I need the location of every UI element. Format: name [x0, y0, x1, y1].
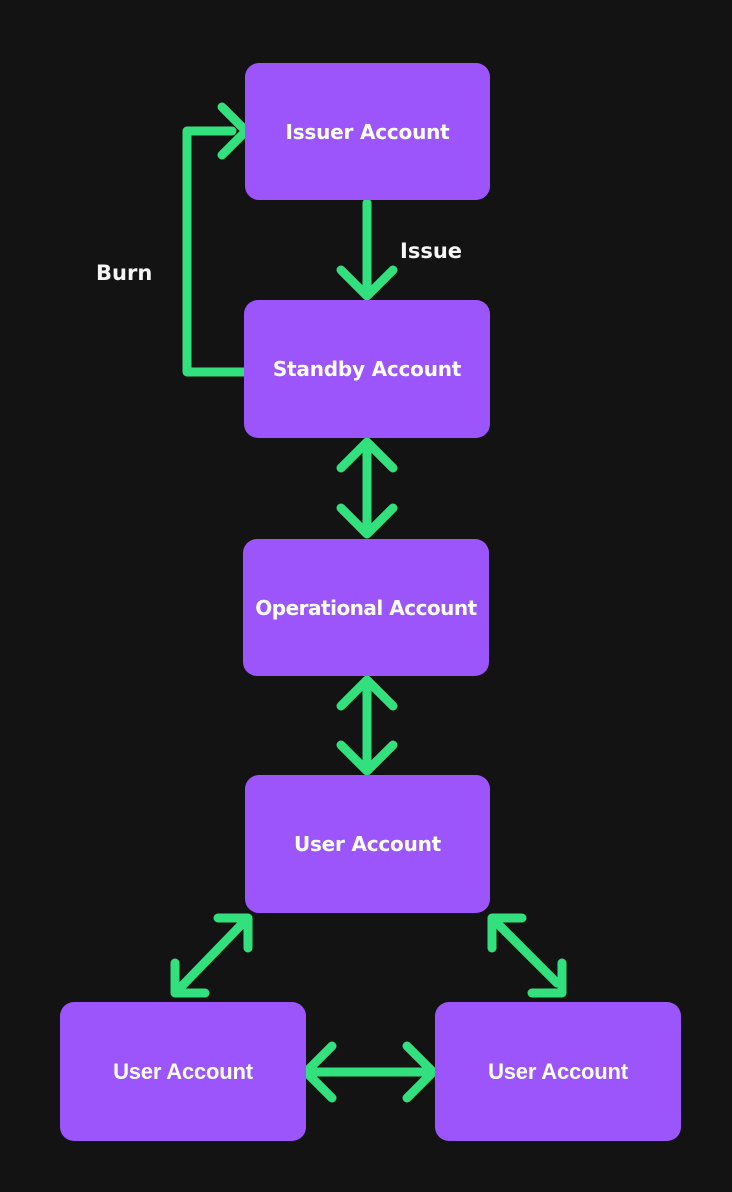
- node-issuer-account: Issuer Account: [245, 63, 490, 200]
- node-user-account-middle: User Account: [245, 775, 490, 913]
- node-label: Issuer Account: [285, 119, 450, 144]
- arrow-operational-user: [336, 675, 398, 776]
- arrow-user-left-diagonal: [170, 913, 253, 998]
- node-label: Standby Account: [272, 357, 462, 381]
- edge-label-issue: Issue: [400, 239, 463, 263]
- node-label: User Account: [293, 832, 442, 856]
- edge-label-burn: Burn: [96, 261, 153, 285]
- node-label: User Account: [113, 1058, 253, 1084]
- arrow-burn: [182, 102, 251, 377]
- node-user-account-bottom-right: User Account: [435, 1002, 681, 1141]
- arrow-issue: [336, 198, 398, 301]
- node-label: User Account: [488, 1058, 628, 1084]
- arrow-user-right-diagonal: [487, 913, 567, 998]
- node-label: Operational Account: [255, 595, 477, 620]
- arrow-user-bottom-horizontal: [301, 1041, 438, 1103]
- node-operational-account: Operational Account: [243, 539, 489, 676]
- arrow-standby-operational: [336, 437, 398, 539]
- node-standby-account: Standby Account: [244, 300, 490, 438]
- node-user-account-bottom-left: User Account: [60, 1002, 306, 1141]
